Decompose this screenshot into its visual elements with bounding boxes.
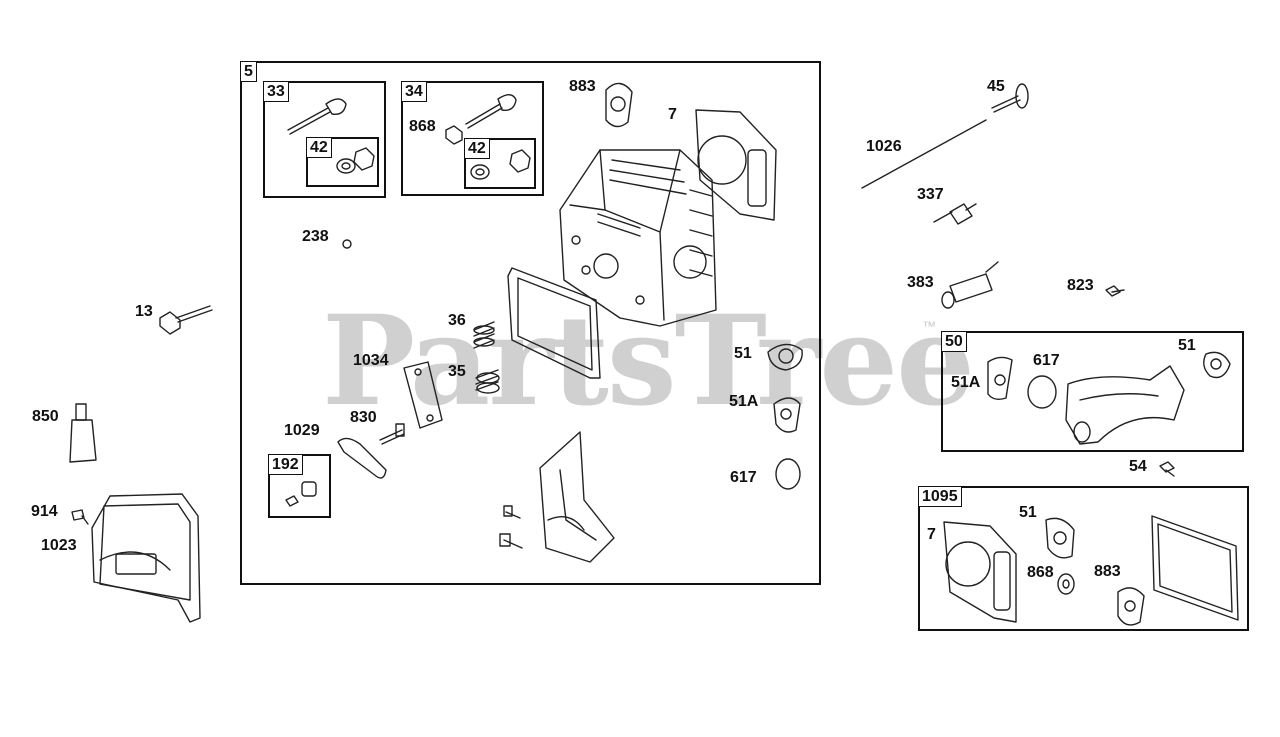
- kit-gasket-51-icon: [1045, 517, 1075, 559]
- head-gasket-icon: [695, 109, 777, 221]
- group-box-50: [941, 331, 1244, 452]
- callout-868[interactable]: 868: [409, 118, 436, 135]
- bolt-icon: [499, 505, 523, 549]
- group-tag-42b[interactable]: 42: [464, 138, 490, 159]
- group-tag-1095[interactable]: 1095: [918, 486, 962, 507]
- gasket-51A-small-icon: [987, 356, 1013, 401]
- callout-868-kit[interactable]: 868: [1027, 564, 1054, 581]
- callout-883-kit[interactable]: 883: [1094, 563, 1121, 580]
- callout-383[interactable]: 383: [907, 274, 934, 291]
- callout-830[interactable]: 830: [350, 409, 377, 426]
- air-guide-icon: [539, 431, 615, 563]
- callout-36[interactable]: 36: [448, 312, 466, 329]
- callout-850[interactable]: 850: [32, 408, 59, 425]
- kit-head-gasket-icon: [943, 521, 1017, 623]
- callout-7[interactable]: 7: [668, 106, 677, 123]
- callout-1023[interactable]: 1023: [41, 537, 77, 554]
- callout-51-intake[interactable]: 51: [1178, 337, 1196, 354]
- cylinder-head-icon: [559, 149, 717, 327]
- gasket-51A-icon: [773, 397, 801, 433]
- group-tag-34[interactable]: 34: [401, 81, 427, 102]
- gasket-51-icon: [767, 343, 803, 371]
- callout-238[interactable]: 238: [302, 228, 329, 245]
- kit-gasket-883-icon: [1117, 587, 1145, 626]
- callout-823[interactable]: 823: [1067, 277, 1094, 294]
- callout-13[interactable]: 13: [135, 303, 153, 320]
- rocker-arm-icon: [337, 437, 387, 479]
- spark-plug-icon: [933, 203, 977, 225]
- callout-54[interactable]: 54: [1129, 458, 1147, 475]
- breather-tube-icon: [941, 261, 999, 309]
- rocker-cover-gasket-icon: [507, 267, 601, 379]
- adjusting-screw-icon: [285, 481, 317, 507]
- callout-617[interactable]: 617: [730, 469, 757, 486]
- kit-rocker-gasket-icon: [1151, 515, 1239, 621]
- bolt-823-icon: [1105, 285, 1125, 297]
- group-tag-192[interactable]: 192: [268, 454, 303, 475]
- group-box-1095: [918, 486, 1249, 631]
- group-tag-50[interactable]: 50: [941, 331, 967, 352]
- o-ring-617-icon: [775, 458, 801, 490]
- valve-45-icon: [991, 83, 1029, 113]
- group-box-34: [401, 81, 544, 196]
- valve-spring-36-icon: [473, 321, 495, 349]
- callout-883[interactable]: 883: [569, 78, 596, 95]
- group-box-42b: [464, 138, 536, 189]
- screw-914-icon: [71, 509, 89, 525]
- callout-51A[interactable]: 51A: [729, 393, 759, 410]
- gasket-883-icon: [605, 82, 633, 128]
- valve-keeper-icon: [336, 147, 531, 180]
- plate-1034-icon: [403, 361, 443, 429]
- group-box-33: [263, 81, 386, 198]
- callout-914[interactable]: 914: [31, 503, 58, 520]
- callout-51-kit[interactable]: 51: [1019, 504, 1037, 521]
- callout-617-intake[interactable]: 617: [1033, 352, 1060, 369]
- watermark-trademark: ™: [922, 318, 936, 334]
- watermark: PartsTree: [322, 289, 975, 434]
- callout-51[interactable]: 51: [734, 345, 752, 362]
- group-tag-33[interactable]: 33: [263, 81, 289, 102]
- stud-830-icon: [379, 423, 405, 445]
- callout-1034[interactable]: 1034: [353, 352, 389, 369]
- screw-54-icon: [1159, 461, 1175, 477]
- kit-seal-868-icon: [1057, 573, 1075, 595]
- valve-spring-35-icon: [475, 369, 500, 394]
- plug-238-icon: [342, 239, 352, 249]
- valve-cover-icon: [91, 493, 201, 623]
- callout-1026[interactable]: 1026: [866, 138, 902, 155]
- callout-337[interactable]: 337: [917, 186, 944, 203]
- callout-1029[interactable]: 1029: [284, 422, 320, 439]
- group-box-42a: [306, 137, 379, 187]
- group-box-5: [240, 61, 821, 585]
- callout-35[interactable]: 35: [448, 363, 466, 380]
- o-ring-617-small-icon: [1027, 375, 1057, 409]
- group-tag-42a[interactable]: 42: [306, 137, 332, 158]
- callout-7-kit[interactable]: 7: [927, 526, 936, 543]
- intake-manifold-icon: [1065, 365, 1185, 445]
- bolt-13-icon: [159, 305, 213, 335]
- sealant-tube-icon: [69, 403, 97, 463]
- callout-45[interactable]: 45: [987, 78, 1005, 95]
- gasket-51-small-icon: [1203, 351, 1231, 379]
- push-rod-icon: [861, 119, 987, 189]
- callout-51A-intake[interactable]: 51A: [951, 374, 981, 391]
- intake-valve-icon: [287, 98, 347, 135]
- exhaust-valve-icon: [445, 94, 517, 145]
- group-tag-5[interactable]: 5: [240, 61, 257, 82]
